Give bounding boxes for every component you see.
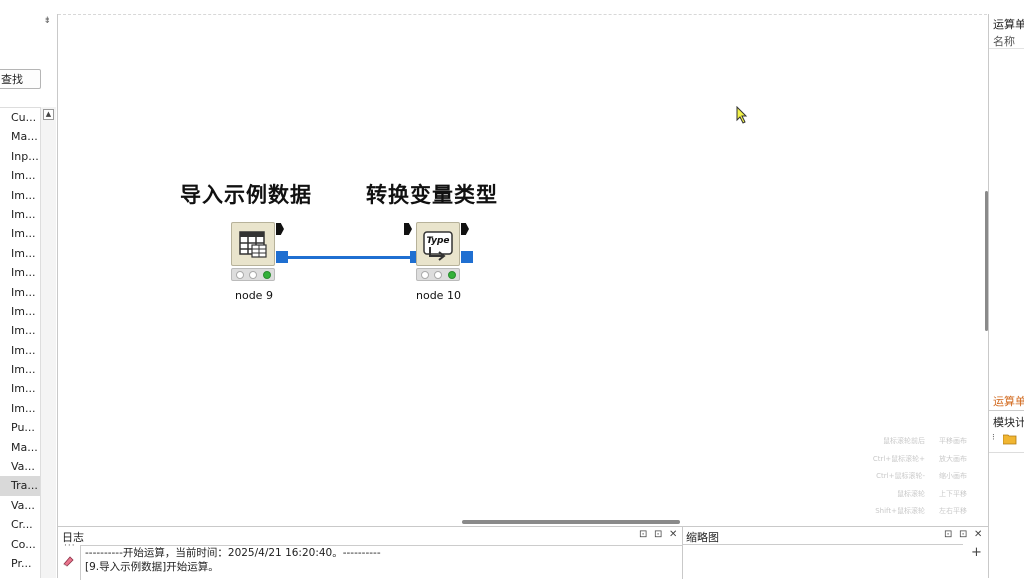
tree-item[interactable]: Im...: [11, 169, 36, 183]
node-10-body[interactable]: Type: [416, 222, 460, 266]
node-repository-panel: ⇟ 查找 Cu... Ma... Inp... Im... Im... Im... Im..…: [0, 14, 58, 578]
log-output: ----------开始运算，当前时间：2025/4/21 16:20:40。-…: [80, 545, 685, 580]
pin-icon[interactable]: ⇟: [43, 16, 51, 26]
node-9-flow-port[interactable]: [276, 223, 284, 235]
status-led-off-icon: [421, 271, 429, 279]
run-order-title: 运算单: [993, 18, 1024, 31]
status-led-off-icon: [236, 271, 244, 279]
node-9-label[interactable]: node 9: [235, 289, 273, 302]
tree-item[interactable]: Im...: [11, 401, 36, 415]
hint-effect: 放大画布: [939, 454, 967, 463]
tree-scrollbar[interactable]: ▲: [40, 107, 56, 578]
status-led-green-icon: [448, 271, 456, 279]
node-9-output-port[interactable]: [276, 251, 288, 263]
tree-item[interactable]: Pr...: [11, 556, 32, 570]
type-convert-icon: Type: [423, 231, 453, 261]
hint-row: 鼠标滚轮前后 平移画布: [873, 433, 967, 451]
tree-item[interactable]: Pu...: [11, 421, 35, 435]
hint-action: Ctrl+鼠标滚轮-: [876, 472, 925, 480]
tree-item[interactable]: Im...: [11, 207, 36, 221]
scroll-up-icon[interactable]: ▲: [43, 109, 54, 120]
node-9-status-bar: [231, 268, 275, 281]
thumbnail-view[interactable]: [683, 544, 963, 580]
svg-text:Type: Type: [426, 236, 449, 246]
run-order-panel: 运算单 名称 运算单 模块计 ⁝: [988, 14, 1024, 578]
hint-row: 鼠标滚轮 上下平移: [873, 486, 967, 504]
node-10-flow-out-port[interactable]: [461, 223, 469, 235]
tree-item[interactable]: Im...: [11, 382, 36, 396]
node-tree: Cu... Ma... Inp... Im... Im... Im... Im... Im..…: [0, 107, 40, 579]
close-icon[interactable]: ✕: [974, 529, 983, 540]
node-10-status-bar: [416, 268, 460, 281]
tree-item[interactable]: Im...: [11, 227, 36, 241]
tree-item[interactable]: Im...: [11, 324, 36, 338]
name-column-header: 名称: [993, 35, 1015, 48]
tree-item[interactable]: Va...: [11, 498, 35, 512]
tree-item[interactable]: Cr...: [11, 518, 33, 532]
connection-line[interactable]: [288, 256, 410, 259]
hint-effect: 左右平移: [939, 507, 967, 515]
hint-effect: 缩小画布: [939, 472, 967, 480]
hint-row: Ctrl+鼠标滚轮- 缩小画布: [873, 468, 967, 486]
hint-action: Shift+鼠标滚轮: [875, 507, 925, 515]
restore-icon[interactable]: ⊡: [944, 529, 953, 540]
log-line: [9.导入示例数据]开始运算。: [85, 561, 219, 573]
tree-item[interactable]: Cu...: [11, 111, 37, 124]
node-9-title[interactable]: 导入示例数据: [180, 183, 312, 207]
canvas-vertical-scrollbar[interactable]: [985, 191, 988, 331]
canvas-horizontal-scrollbar[interactable]: [462, 520, 680, 524]
tree-item[interactable]: Im...: [11, 304, 36, 318]
folder-icon[interactable]: [1003, 433, 1017, 445]
tree-item[interactable]: Ma...: [11, 440, 38, 454]
hint-row: Shift+鼠标滚轮 左右平移: [873, 503, 967, 521]
tree-item[interactable]: Im...: [11, 188, 36, 202]
hint-action: 鼠标滚轮: [897, 489, 925, 498]
status-led-green-icon: [263, 271, 271, 279]
node-10-output-port[interactable]: [461, 251, 473, 263]
node-10-flow-in-port[interactable]: [404, 223, 412, 235]
hint-effect: 平移画布: [939, 437, 967, 445]
tree-item[interactable]: Ma...: [11, 130, 38, 144]
find-button[interactable]: 查找: [0, 69, 41, 89]
tree-item[interactable]: Im...: [11, 266, 36, 280]
tree-item[interactable]: Tra...: [0, 476, 40, 496]
maximize-icon[interactable]: ⊡: [959, 529, 968, 540]
log-panel: 日志 ⊡ ⊡ ✕ ··· ----------开始运算，当前时间：2025/4/…: [58, 526, 685, 580]
hint-action: 鼠标滚轮前后: [883, 437, 925, 445]
table-grid-icon: [239, 231, 267, 258]
more-icon[interactable]: ···: [64, 541, 76, 551]
tree-item[interactable]: Im...: [11, 363, 36, 377]
workflow-canvas[interactable]: 导入示例数据 node 9 转换变量类型 Type: [58, 14, 988, 527]
tree-item[interactable]: Im...: [11, 285, 36, 299]
node-10-label[interactable]: node 10: [416, 289, 461, 302]
log-panel-title: 日志: [62, 531, 84, 544]
node-9-body[interactable]: [231, 222, 275, 266]
thumbnail-panel: 缩略图 ⊡ ⊡ ✕ +: [683, 526, 988, 579]
thumbnail-panel-title: 缩略图: [686, 531, 719, 544]
restore-icon[interactable]: ⊡: [639, 529, 648, 540]
zoom-in-icon[interactable]: +: [971, 545, 982, 560]
hint-action: Ctrl+鼠标滚轮+: [872, 454, 925, 463]
mouse-cursor-icon: [736, 106, 748, 124]
hint-effect: 上下平移: [939, 489, 967, 498]
maximize-icon[interactable]: ⊡: [654, 529, 663, 540]
tree-item[interactable]: Co...: [11, 537, 36, 551]
module-tab[interactable]: 模块计: [993, 416, 1024, 429]
eraser-icon[interactable]: [62, 555, 74, 567]
tree-item[interactable]: Im...: [11, 343, 36, 357]
toolbar-separator-icon: ⁝: [992, 433, 995, 443]
run-order-tab[interactable]: 运算单: [993, 395, 1024, 408]
log-line: ----------开始运算，当前时间：2025/4/21 16:20:40。-…: [85, 547, 381, 559]
close-icon[interactable]: ✕: [669, 529, 678, 540]
node-10-title[interactable]: 转换变量类型: [366, 183, 498, 207]
status-led-off-icon: [434, 271, 442, 279]
tree-item[interactable]: Inp...: [11, 149, 39, 163]
tree-item[interactable]: Im...: [11, 246, 36, 260]
status-led-off-icon: [249, 271, 257, 279]
tree-item[interactable]: Va...: [11, 460, 35, 474]
hint-row: Ctrl+鼠标滚轮+ 放大画布: [873, 451, 967, 469]
